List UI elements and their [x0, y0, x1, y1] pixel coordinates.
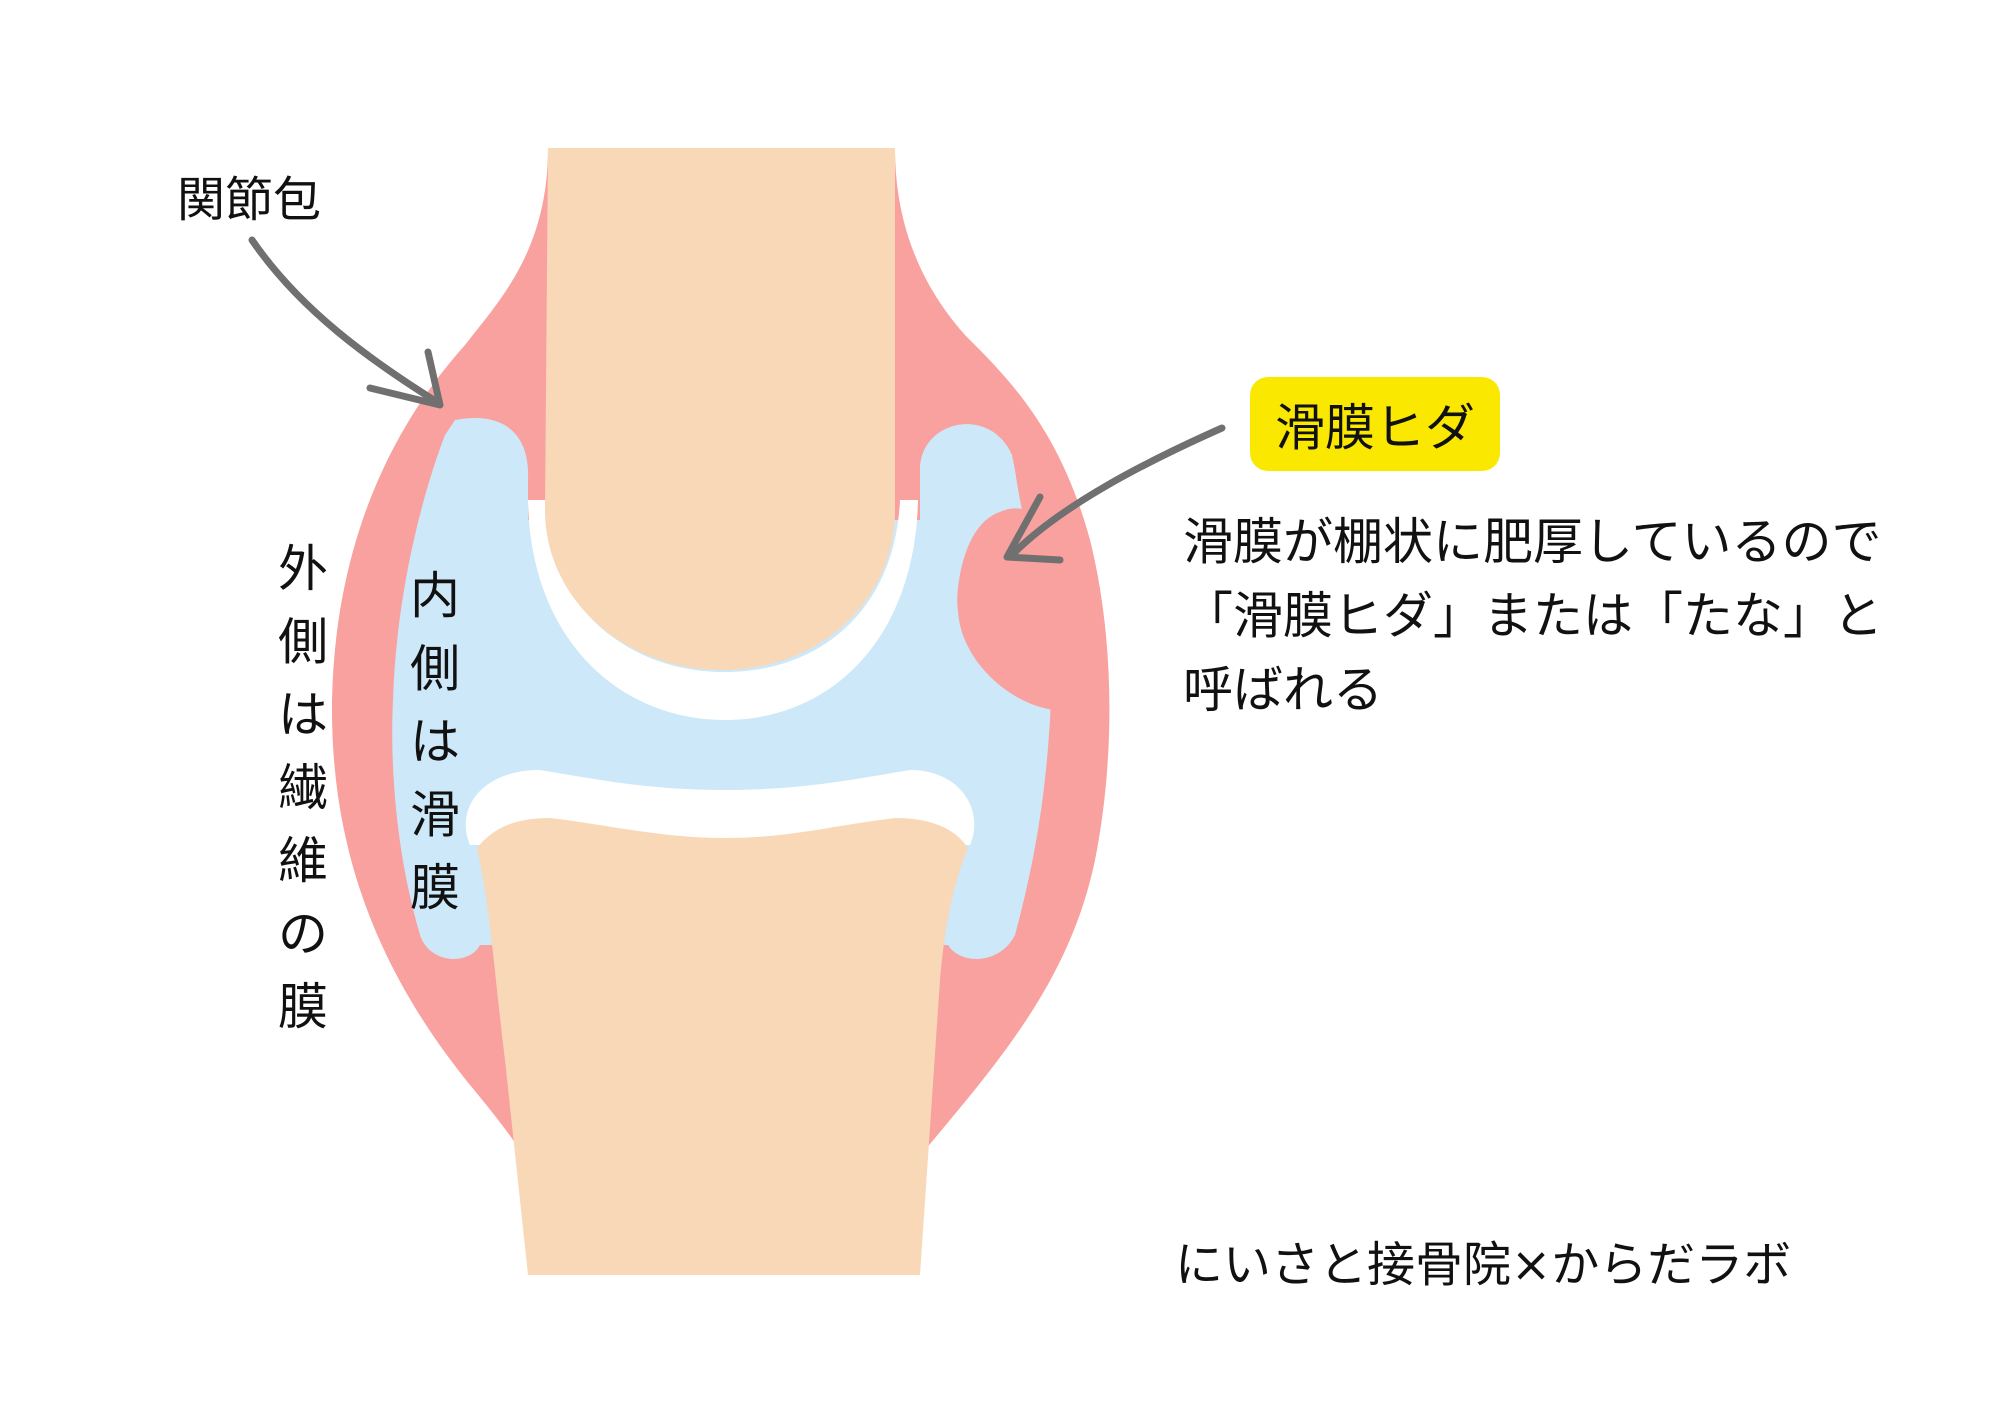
lower-bone-tibia: [477, 818, 968, 1275]
upper-cartilage-gap: [528, 500, 918, 720]
description-line: 「滑膜ヒダ」または「たな」と: [1183, 587, 1883, 645]
outer-membrane-label: 外側は繊維の膜: [278, 540, 328, 1036]
plica-badge-label: 滑膜ヒダ: [1275, 399, 1475, 457]
description-line: 呼ばれる: [1183, 661, 1383, 719]
capsule-arrowhead-icon: [366, 348, 444, 409]
plica-description: 滑膜が棚状に肥厚しているので 「滑膜ヒダ」または「たな」と 呼ばれる: [1183, 505, 1883, 727]
inner-membrane-label: 内側は滑膜: [410, 567, 460, 917]
plica-arrow-icon: [1006, 424, 1226, 561]
capsule-arrow-icon: [248, 236, 441, 406]
plica-badge: 滑膜ヒダ: [1250, 377, 1500, 471]
credit-text: にいさと接骨院×からだラボ: [1175, 1237, 1792, 1293]
upper-bone-femur: [545, 148, 895, 670]
joint-capsule-label: 関節包: [177, 172, 322, 228]
plica-arrowhead-icon: [1003, 493, 1064, 564]
description-line: 滑膜が棚状に肥厚しているので: [1183, 513, 1882, 571]
